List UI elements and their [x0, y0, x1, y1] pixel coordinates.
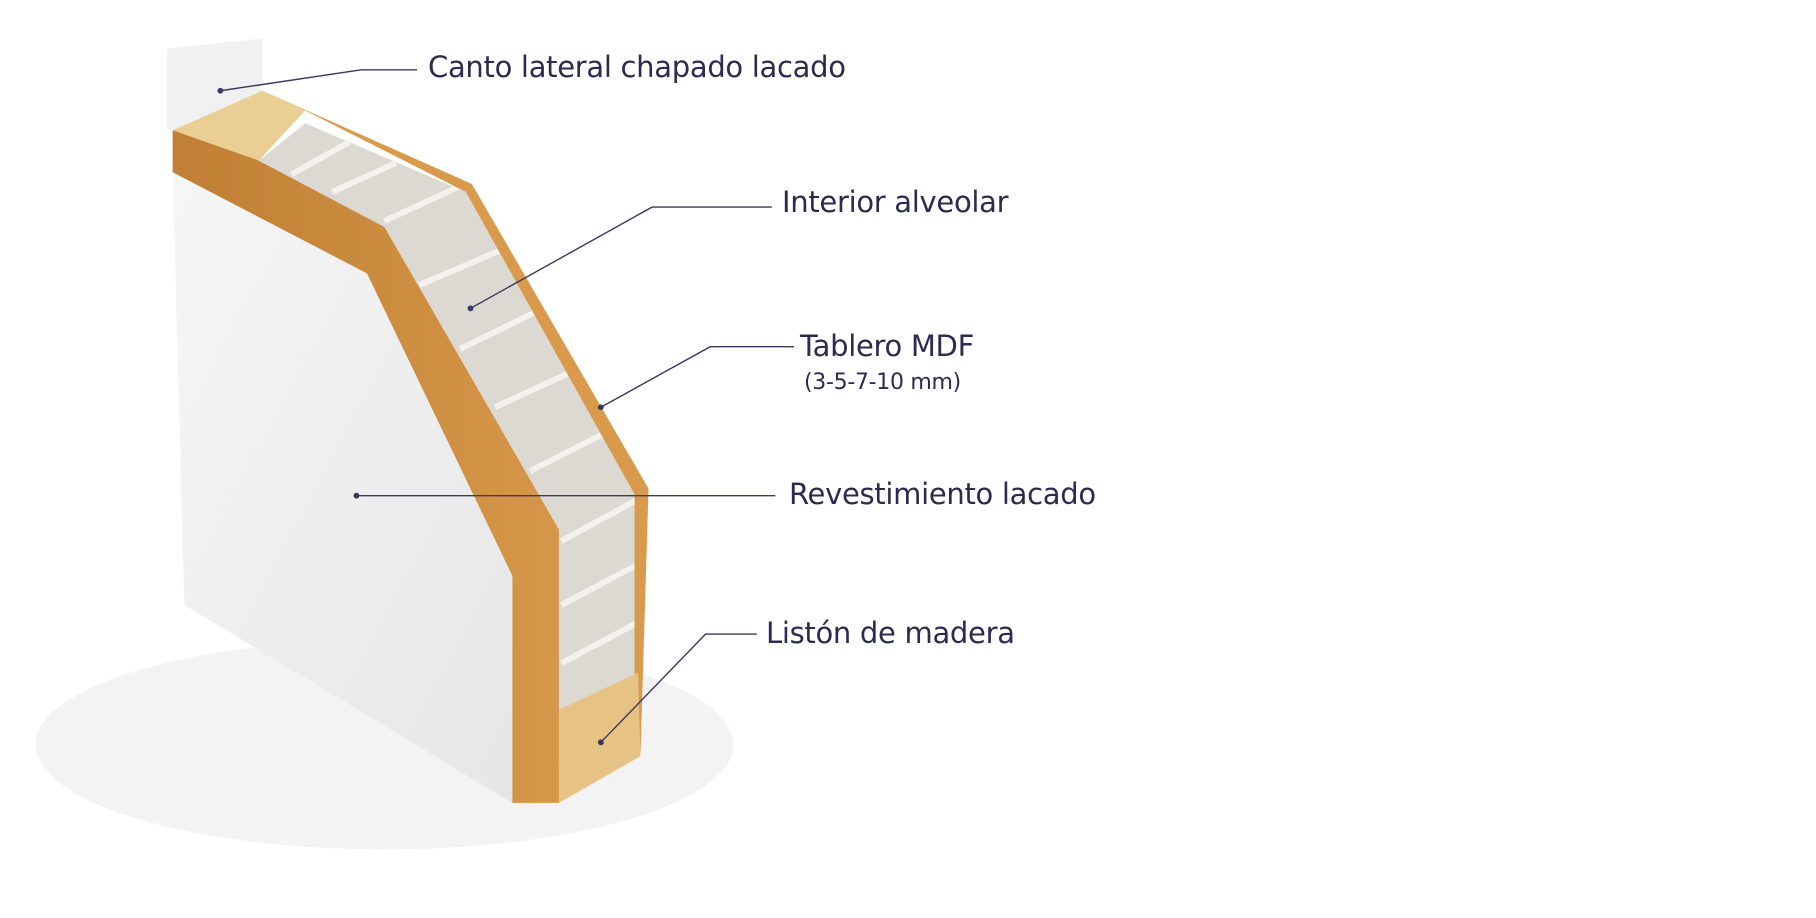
bottom-wood-block: [558, 672, 641, 803]
leader-lines: [220, 69, 794, 743]
label-canto-lateral: Canto lateral chapado lacado: [428, 50, 846, 84]
label-tablero-thickness: (3-5-7-10 mm): [804, 370, 961, 395]
core-ribs: [289, 139, 642, 666]
label-interior-alveolar: Interior alveolar: [782, 185, 1009, 219]
leader-dots: [217, 87, 604, 746]
label-tablero-mdf: Tablero MDF: [800, 329, 974, 363]
honeycomb-core: [258, 123, 639, 710]
front-face-lacquer: [172, 172, 513, 803]
label-liston-madera: Listón de madera: [766, 616, 1015, 650]
label-revestimiento-lacado: Revestimiento lacado: [789, 477, 1096, 511]
mdf-front-layer: [172, 130, 559, 803]
